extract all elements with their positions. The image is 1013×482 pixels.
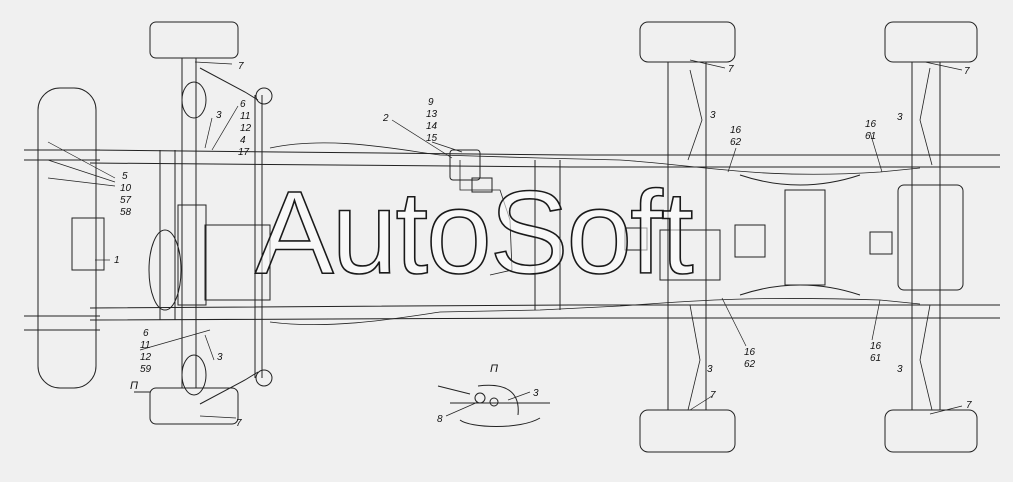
label-3: 3 <box>533 388 539 399</box>
label-7: 7 <box>238 61 244 72</box>
svg-text:6: 6 <box>240 99 246 110</box>
callout-stack-rear1-bottom: 16 62 <box>744 347 756 370</box>
svg-text:16: 16 <box>870 341 882 352</box>
callout-stack-front-top: 6 11 12 4 17 <box>238 99 252 158</box>
svg-text:16: 16 <box>744 347 756 358</box>
leader-lines <box>47 59 963 419</box>
svg-text:12: 12 <box>140 352 152 363</box>
label-3: 3 <box>216 110 222 121</box>
svg-text:11: 11 <box>140 340 150 351</box>
svg-text:9: 9 <box>428 97 434 108</box>
svg-text:62: 62 <box>730 137 742 148</box>
callout-stack-rear2-top: 16 61 <box>865 119 877 142</box>
svg-text:4: 4 <box>240 135 246 146</box>
svg-text:58: 58 <box>120 207 132 218</box>
spare-wheel <box>24 87 105 389</box>
brake-lines <box>269 67 933 411</box>
rear-axle-2 <box>869 21 978 453</box>
label-3: 3 <box>707 364 713 375</box>
svg-text:59: 59 <box>140 364 152 375</box>
view-mark-detail: П <box>490 363 498 375</box>
svg-text:14: 14 <box>426 121 438 132</box>
svg-text:16: 16 <box>865 119 877 130</box>
svg-text:13: 13 <box>426 109 438 120</box>
svg-text:11: 11 <box>240 111 250 122</box>
svg-text:6: 6 <box>143 328 149 339</box>
label-7: 7 <box>710 390 716 401</box>
callout-stack-front-bottom: 6 11 12 59 <box>140 328 152 375</box>
label-7: 7 <box>966 400 972 411</box>
rear-axle-1 <box>624 21 766 453</box>
callout-labels: 7 7 7 7 7 7 3 3 3 3 3 3 3 1 2 8 6 11 12 … <box>114 61 972 429</box>
svg-text:12: 12 <box>240 123 252 134</box>
svg-text:15: 15 <box>426 133 438 144</box>
valve-cluster <box>449 149 493 193</box>
callout-stack-steer: 5 10 57 58 <box>120 171 132 218</box>
label-3: 3 <box>897 364 903 375</box>
view-mark-left: П <box>130 380 138 392</box>
label-1: 1 <box>114 255 120 266</box>
svg-text:61: 61 <box>865 131 876 142</box>
svg-text:17: 17 <box>238 147 250 158</box>
cross-member <box>739 174 861 296</box>
label-3: 3 <box>710 110 716 121</box>
front-axle <box>148 21 273 425</box>
svg-text:10: 10 <box>120 183 132 194</box>
callout-stack-valve: 9 13 14 15 <box>426 97 438 144</box>
label-2: 2 <box>382 113 389 124</box>
svg-text:5: 5 <box>122 171 128 182</box>
label-7: 7 <box>964 66 970 77</box>
frame-rails <box>89 149 1000 321</box>
label-8: 8 <box>437 414 443 425</box>
label-7: 7 <box>728 64 734 75</box>
label-7: 7 <box>236 418 242 429</box>
svg-text:61: 61 <box>870 353 881 364</box>
svg-text:62: 62 <box>744 359 756 370</box>
svg-text:57: 57 <box>120 195 132 206</box>
label-3: 3 <box>897 112 903 123</box>
label-3: 3 <box>217 352 223 363</box>
callout-stack-rear2-bottom: 16 61 <box>870 341 882 364</box>
callout-stack-rear1-top: 16 62 <box>730 125 742 148</box>
detail-view-p <box>437 384 550 427</box>
svg-text:16: 16 <box>730 125 742 136</box>
